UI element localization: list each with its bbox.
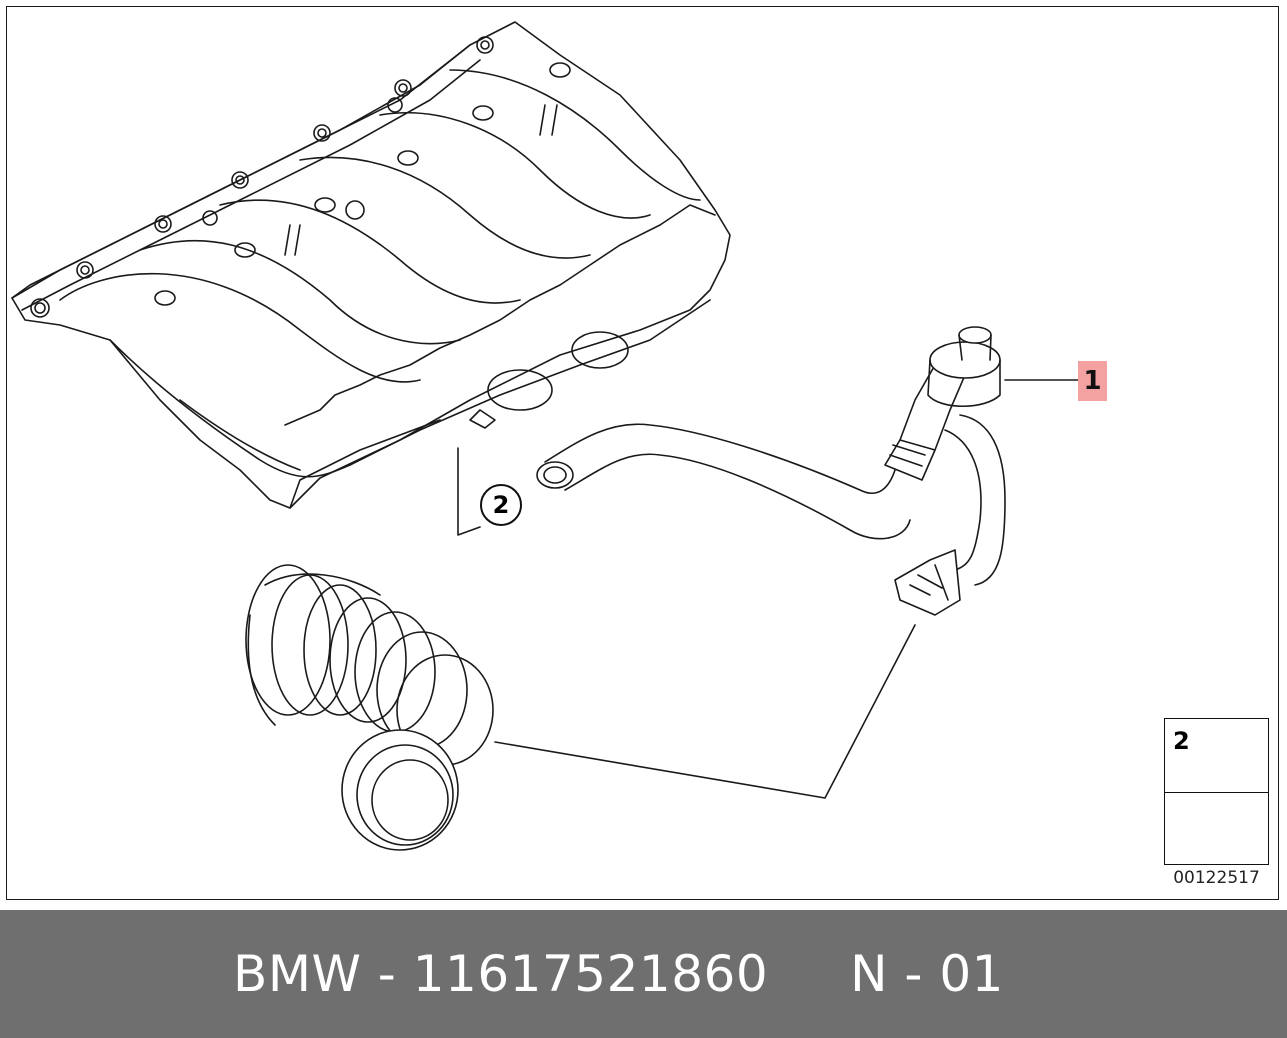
- callout-part-2: 2: [480, 484, 522, 526]
- legend-item-number: 2: [1173, 727, 1190, 755]
- vent-hose: [536, 326, 1006, 616]
- leader-line-2: [457, 447, 481, 536]
- footer-bar: BMW - 11617521860 N - 01: [0, 910, 1287, 1038]
- part-number-caption: BMW - 11617521860 N - 01: [233, 945, 1004, 1003]
- part-label-1: 1: [1078, 361, 1107, 401]
- legend-divider: [1165, 792, 1268, 793]
- diagram-reference-number: 00122517: [1173, 868, 1260, 888]
- intake-manifold: [11, 21, 731, 509]
- parts-diagram: [11, 21, 1261, 859]
- intake-boot: [245, 564, 494, 851]
- leader-line-boot: [494, 624, 916, 799]
- parts-legend: 2: [1164, 718, 1269, 865]
